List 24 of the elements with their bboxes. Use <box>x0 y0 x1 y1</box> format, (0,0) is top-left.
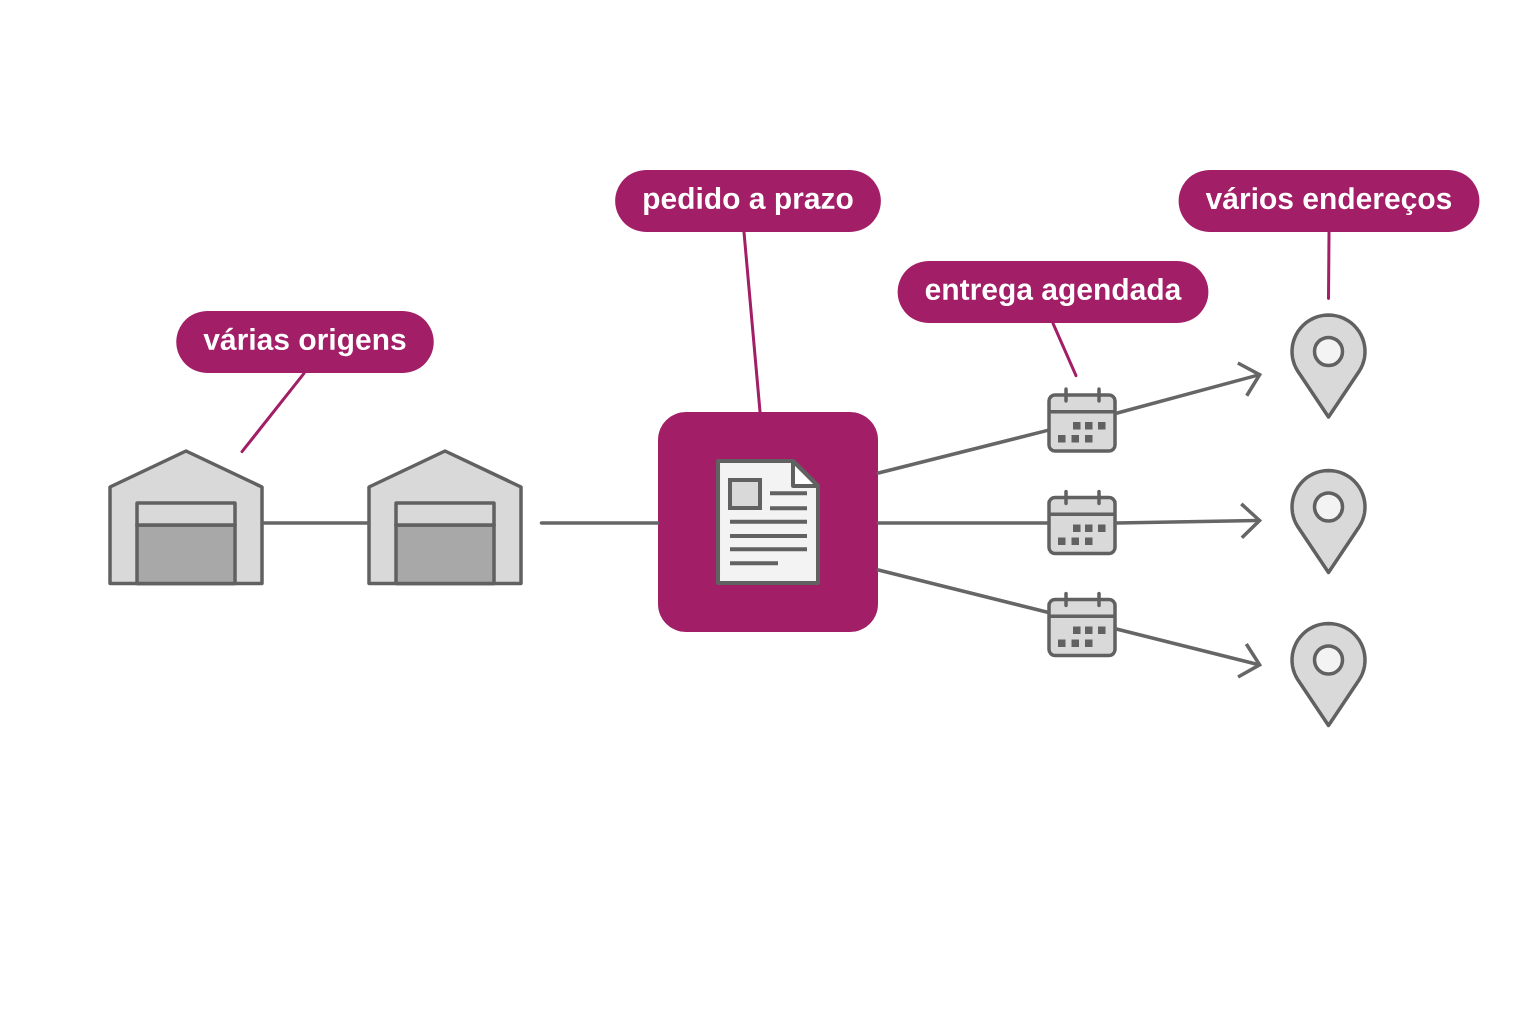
callout-label: entrega agendada <box>897 261 1209 323</box>
leader-line <box>1327 230 1331 301</box>
calendar-icon <box>1047 387 1117 453</box>
leader-line <box>742 230 762 414</box>
callout-label: várias origens <box>176 311 434 373</box>
location-pin-icon <box>1290 313 1367 419</box>
arrow <box>1114 627 1263 679</box>
connector-line <box>876 521 1050 525</box>
arrow <box>1114 361 1263 416</box>
connector-line <box>876 428 1050 475</box>
location-pin-icon <box>1290 468 1367 575</box>
arrow <box>1114 502 1263 540</box>
warehouse-icon <box>367 449 523 586</box>
connector-line <box>260 521 371 525</box>
leader-line <box>1051 321 1078 378</box>
connector-line <box>876 568 1050 614</box>
callout-label: pedido a prazo <box>615 170 881 232</box>
location-pin-icon <box>1290 621 1367 728</box>
callout-label: vários endereços <box>1178 170 1480 232</box>
connector-line <box>539 521 660 525</box>
calendar-icon <box>1047 489 1117 556</box>
calendar-icon <box>1047 591 1117 658</box>
warehouse-icon <box>108 449 264 586</box>
leader-line <box>240 371 306 454</box>
